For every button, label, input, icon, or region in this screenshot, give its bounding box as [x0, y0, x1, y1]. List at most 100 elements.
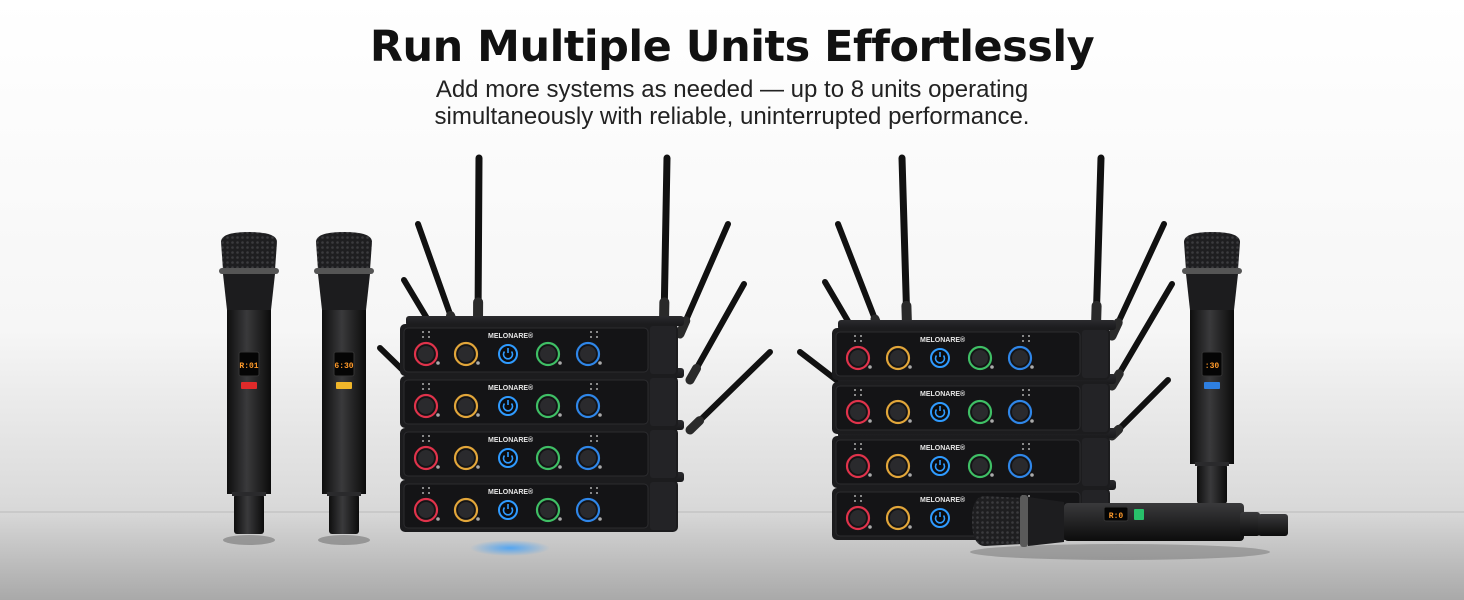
volume-knob — [885, 505, 911, 531]
antenna — [685, 281, 747, 385]
volume-knob — [535, 497, 561, 523]
mic-ring — [1182, 268, 1242, 274]
channel-display — [1103, 506, 1129, 522]
volume-knob — [575, 341, 601, 367]
power-icon — [934, 514, 946, 524]
antenna — [675, 221, 731, 339]
headline: Run Multiple Units Effortlessly — [369, 22, 1095, 72]
channel-readout: 6:30 — [334, 362, 353, 371]
volume-knob — [845, 399, 871, 425]
microphone-lying: R:0 — [970, 495, 1288, 560]
receiver-unit: MELONARE® — [832, 428, 1116, 488]
mic-ring — [314, 268, 374, 274]
channel-display — [238, 351, 260, 377]
volume-knob — [453, 445, 479, 471]
receiver-unit: MELONARE® — [400, 472, 684, 532]
brand-label: MELONARE® — [920, 390, 966, 398]
volume-knob — [535, 445, 561, 471]
microphone-group: R:01 6:30 :30R:0 — [219, 232, 1288, 560]
volume-knob — [575, 393, 601, 419]
subheadline-line-2: simultaneously with reliable, uninterrup… — [434, 103, 1030, 130]
volume-knob — [575, 497, 601, 523]
subheadline-line-1: Add more systems as needed — up to 8 uni… — [435, 76, 1029, 103]
brand-label: MELONARE® — [488, 436, 534, 444]
color-tag — [1204, 382, 1220, 389]
antenna — [659, 154, 671, 327]
channel-readout: R:0 — [1109, 512, 1124, 521]
volume-knob — [885, 399, 911, 425]
receiver-stacks: MELONARE® MELONARE® MELONARE® MELONARE® MELO… — [400, 316, 1116, 556]
brand-label: MELONARE® — [920, 444, 966, 452]
volume-knob — [453, 341, 479, 367]
microphone: R:01 — [219, 232, 279, 545]
volume-knob — [1007, 453, 1033, 479]
antenna — [685, 349, 773, 435]
receiver-unit: MELONARE® — [400, 420, 684, 480]
brand-label: MELONARE® — [488, 332, 534, 340]
volume-knob — [453, 393, 479, 419]
antenna — [473, 154, 484, 327]
microphone: 6:30 — [314, 232, 374, 545]
power-button — [498, 344, 518, 364]
volume-knob — [575, 445, 601, 471]
power-icon — [502, 350, 514, 360]
channel-readout: R:01 — [239, 362, 258, 371]
power-button — [498, 500, 518, 520]
channel-readout: :30 — [1205, 362, 1220, 371]
volume-knob — [967, 399, 993, 425]
color-tag — [241, 382, 257, 389]
power-icon — [934, 354, 946, 364]
volume-knob — [413, 393, 439, 419]
brand-label: MELONARE® — [920, 496, 966, 504]
volume-knob — [1007, 399, 1033, 425]
status-glow — [470, 540, 550, 556]
microphone: :30 — [1182, 232, 1242, 515]
volume-knob — [967, 345, 993, 371]
volume-knob — [885, 345, 911, 371]
antenna — [1091, 154, 1105, 331]
power-button — [498, 396, 518, 416]
power-icon — [934, 462, 946, 472]
volume-knob — [967, 453, 993, 479]
power-button — [930, 348, 950, 368]
power-icon — [502, 402, 514, 412]
power-button — [930, 508, 950, 528]
volume-knob — [885, 453, 911, 479]
volume-knob — [413, 497, 439, 523]
mic-handle — [322, 310, 366, 494]
antenna — [1107, 221, 1167, 341]
mic-grille — [221, 232, 277, 270]
power-icon — [934, 408, 946, 418]
receiver-unit: MELONARE® — [832, 320, 1116, 380]
brand-label: MELONARE® — [488, 384, 534, 392]
mic-handle — [1064, 503, 1244, 541]
color-tag — [336, 382, 352, 389]
volume-knob — [535, 393, 561, 419]
antenna — [1107, 377, 1171, 441]
volume-knob — [845, 453, 871, 479]
subheadline: Add more systems as needed — up to 8 uni… — [0, 76, 1464, 130]
volume-knob — [845, 345, 871, 371]
power-icon — [502, 506, 514, 516]
volume-knob — [845, 505, 871, 531]
volume-knob — [413, 445, 439, 471]
color-tag — [1134, 509, 1144, 520]
channel-display — [1201, 351, 1223, 377]
mic-ring — [1020, 495, 1028, 547]
channel-display — [333, 351, 355, 377]
volume-knob — [413, 341, 439, 367]
mic-ring — [219, 268, 279, 274]
antenna — [898, 154, 912, 331]
power-icon — [502, 454, 514, 464]
receiver-unit: MELONARE® — [832, 374, 1116, 434]
power-button — [930, 402, 950, 422]
volume-knob — [1007, 345, 1033, 371]
mic-grille — [1184, 232, 1240, 270]
brand-label: MELONARE® — [920, 336, 966, 344]
power-button — [930, 456, 950, 476]
mic-grille — [972, 496, 1022, 546]
brand-label: MELONARE® — [488, 488, 534, 496]
volume-knob — [453, 497, 479, 523]
antenna — [1107, 281, 1175, 391]
